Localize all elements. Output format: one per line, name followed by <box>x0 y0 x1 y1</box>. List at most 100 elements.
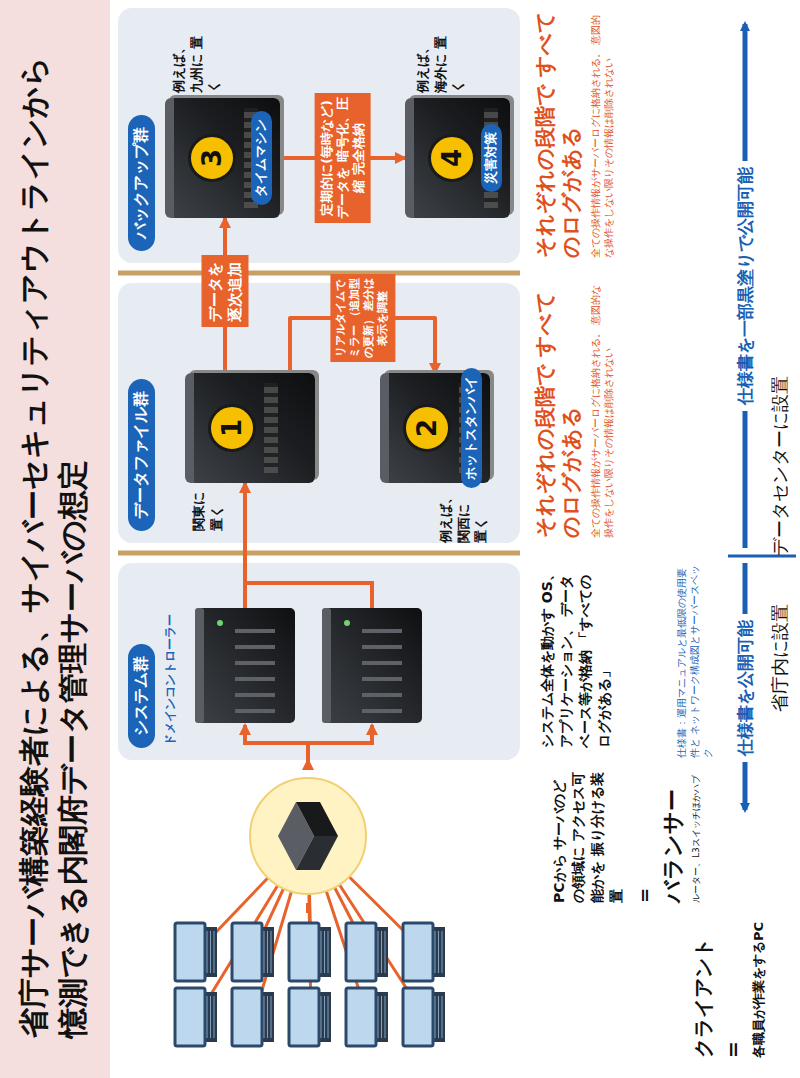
pc-key-row <box>210 931 211 973</box>
server-node: 4災害対策例えば、 海外に 置く <box>405 98 510 218</box>
annotation-label: それぞれの段階で すべてのログがある <box>532 283 585 538</box>
server-slot <box>362 629 402 633</box>
annotation-label: 仕様書を公開可能 <box>734 614 757 762</box>
node-text: PCから サーバのどの領域に アクセス可能かを 振り分ける装置 <box>550 768 626 903</box>
pc-key-row <box>385 996 386 1038</box>
callout-number: 4 <box>428 134 476 182</box>
pc-key-row <box>264 931 265 973</box>
server-slot <box>362 645 402 649</box>
balancer-side-right <box>296 802 338 836</box>
node-text: 各職員が作業をするPC <box>750 913 768 1058</box>
pc-key-row <box>378 996 379 1038</box>
pc-key-row <box>324 931 325 973</box>
pc-key-row <box>438 996 439 1038</box>
annotation-label: 仕様書を一部黒塗りで公開可能 <box>734 161 757 411</box>
pc-key-row <box>435 931 436 973</box>
location-note: 関東に 置く <box>190 487 225 531</box>
node-text: ルーター、L3スイッチほかハブ <box>690 768 702 903</box>
callout-number: 1 <box>208 404 256 452</box>
pc-monitor <box>346 923 376 981</box>
text-group: PCから サーバのどの領域に アクセス可能かを 振り分ける装置=バランサールータ… <box>250 768 720 903</box>
node-text: バランサー <box>658 768 688 903</box>
pc-key-row <box>385 931 386 973</box>
pc-key-row <box>442 931 443 973</box>
pc-key-row <box>321 931 322 973</box>
pc-monitor <box>403 923 433 981</box>
server-slot <box>362 677 402 681</box>
server-slot <box>362 693 402 697</box>
role-pill: タイムマシン <box>251 111 272 205</box>
annotation-label: データセンターに設置 <box>768 376 792 556</box>
server-node: 2例えば、 関西に 置くホットスタンバイ <box>380 373 490 483</box>
server-slot <box>362 709 402 713</box>
group-panel-fill <box>118 563 520 760</box>
flow-connector <box>306 903 310 913</box>
server-top <box>322 608 331 723</box>
group-panel: システム群ドメインコントローラー <box>118 563 520 760</box>
pc-key-row <box>271 996 272 1038</box>
pc-monitor <box>175 923 205 981</box>
title-text: 省庁サーバ構築経験者による、サイバーセキュリティアウトラインから 憶測できる内閣… <box>0 0 110 1078</box>
pc-key-row <box>328 931 329 973</box>
server-slot <box>235 677 275 681</box>
pc-key-row <box>271 931 272 973</box>
server-top <box>195 608 204 723</box>
annotation-label: 仕様書：運用マニュアルと最低限の使用要件と ネットワーク構成図とサーバースペック <box>676 563 714 758</box>
group-heading: システム群 <box>128 644 155 748</box>
split-arrow <box>308 725 372 743</box>
edge-label-box: リアルタイムで ミラー （追加型の更新） 差分は表示を調整 <box>330 274 395 362</box>
pc-key-row <box>214 996 215 1038</box>
pc-monitor <box>232 923 262 981</box>
group-heading: バックアップ群 <box>128 115 155 251</box>
role-pill: ホットスタンバイ <box>461 368 482 488</box>
edge-label-box: 定期的に(毎時など) データを 暗号化、圧縮 完全格納 <box>314 93 371 223</box>
split-arrow <box>245 725 308 760</box>
location-note: 例えば、 海外に 置く <box>414 35 467 93</box>
location-note: 例えば、 九州に 置く <box>170 35 223 93</box>
pc-key-row <box>378 931 379 973</box>
pc-monitor <box>232 988 262 1046</box>
group-separator <box>118 271 520 276</box>
balancer-side-left <box>296 836 338 870</box>
pc-key-row <box>207 931 208 973</box>
annotation-label: 全ての操作情報がサーバーログに格納される。 意図的な操作をしない限りその情報は削… <box>590 8 616 258</box>
server-slot <box>235 661 275 665</box>
callout-number: 3 <box>188 134 236 182</box>
server-led <box>217 620 223 626</box>
pc-key-row <box>381 996 382 1038</box>
pc-key-row <box>438 931 439 973</box>
role-pill: 災害対策 <box>481 124 502 192</box>
node-text: = <box>633 768 657 903</box>
annotation-label: それぞれの段階で すべてのログがある <box>532 8 585 258</box>
edge-label-box: データを 逐次追加 <box>202 256 249 328</box>
server-body <box>195 608 295 723</box>
pc-key-row <box>267 931 268 973</box>
pc-monitor <box>289 988 319 1046</box>
annotation-label: 全ての操作情報がサーバーログに格納される。 意図的な操作をしない限りその情報は削… <box>590 283 616 538</box>
server-slot <box>235 693 275 697</box>
server-body <box>322 608 422 723</box>
pc-monitor <box>289 923 319 981</box>
pc-key-row <box>442 996 443 1038</box>
server-slot <box>235 645 275 649</box>
pc-key-row <box>264 996 265 1038</box>
server-node: 1関東に 置く <box>185 373 315 483</box>
server-slot <box>362 661 402 665</box>
pc-key-row <box>324 996 325 1038</box>
callout-number: 2 <box>403 404 451 452</box>
pc-key-row <box>381 931 382 973</box>
flow-connector <box>243 483 247 563</box>
text-group: クライアント=各職員が作業をするPC <box>160 913 800 1058</box>
pc-key-row <box>435 996 436 1038</box>
group-panel: データファイル群1関東に 置く2例えば、 関西に 置くホットスタンバイ <box>118 283 520 543</box>
pc-monitor <box>403 988 433 1046</box>
balancer-glow <box>250 778 366 894</box>
pc-key-row <box>207 996 208 1038</box>
pc-key-row <box>321 996 322 1038</box>
pc-key-row <box>328 996 329 1038</box>
server-led <box>344 620 350 626</box>
pc-monitor <box>346 988 376 1046</box>
server-slot <box>235 709 275 713</box>
node-text: クライアント <box>690 913 717 1058</box>
